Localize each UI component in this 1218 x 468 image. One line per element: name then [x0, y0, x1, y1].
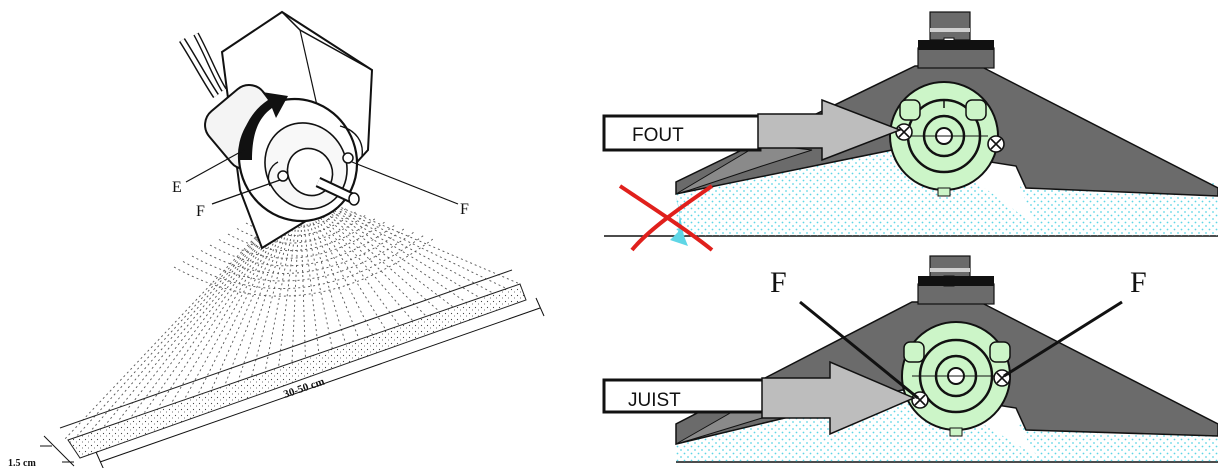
- label-f-right: F: [460, 201, 469, 218]
- spray-arc: [227, 217, 377, 252]
- spray-ray: [90, 189, 301, 432]
- spray-ray: [299, 189, 414, 321]
- adjust-screw-icon: [895, 123, 1005, 153]
- spray-arc: [191, 231, 415, 282]
- stripe-edge: [59, 269, 513, 429]
- spray-area-top: [676, 126, 1050, 236]
- cross-mark-icon: [618, 184, 714, 252]
- spray-arc: [200, 228, 405, 274]
- spray-ray: [197, 189, 301, 395]
- motor-icon: [889, 81, 999, 197]
- spray-ray: [117, 189, 301, 422]
- spray-arc: [245, 210, 358, 236]
- spray-arc: [236, 214, 367, 244]
- label-f-left: F: [196, 203, 205, 220]
- leader-f-left: [211, 179, 281, 205]
- spray-ray: [291, 189, 301, 363]
- arrow-label-fout: FOUT: [632, 125, 684, 146]
- spray-ray: [299, 189, 320, 353]
- bottom-right-figure: F F JUIST: [602, 255, 1218, 463]
- rotation-arrow-icon: [238, 92, 288, 160]
- left-figure: E F F 30-50 cm 1.5 cm: [8, 10, 545, 468]
- leader-f-left-bottom: [799, 300, 919, 400]
- spray-ray: [299, 189, 387, 331]
- spray-ray: [237, 189, 301, 381]
- motor-icon: [901, 321, 1011, 437]
- spray-ray: [130, 189, 301, 418]
- spray-arc: [173, 238, 434, 297]
- adjust-screw-icon: [267, 125, 363, 187]
- direction-arrow-top: FOUT: [602, 98, 903, 162]
- dimension-line-spread: [99, 307, 541, 463]
- spray-ray: [299, 189, 454, 308]
- spray-ray: [157, 189, 301, 409]
- spray-ray: [63, 189, 301, 441]
- leader-f-right-bottom: [1003, 300, 1123, 378]
- leader-f-right: [351, 161, 459, 205]
- direction-arrow-bottom: JUIST: [602, 360, 916, 436]
- label-f-left-bottom: F: [770, 266, 787, 299]
- label-e: E: [172, 179, 182, 196]
- spray-stripe: [67, 283, 527, 459]
- leader-e: [185, 149, 245, 183]
- spray-ray: [299, 189, 467, 303]
- dimension-width-label: 1.5 cm: [8, 458, 36, 468]
- top-right-figure: FOUT: [602, 11, 1218, 252]
- spray-arc: [218, 221, 386, 259]
- arrow-label-juist: JUIST: [628, 390, 681, 411]
- label-f-right-bottom: F: [1130, 266, 1147, 299]
- spray-ray: [299, 189, 507, 289]
- spray-arc: [209, 224, 396, 267]
